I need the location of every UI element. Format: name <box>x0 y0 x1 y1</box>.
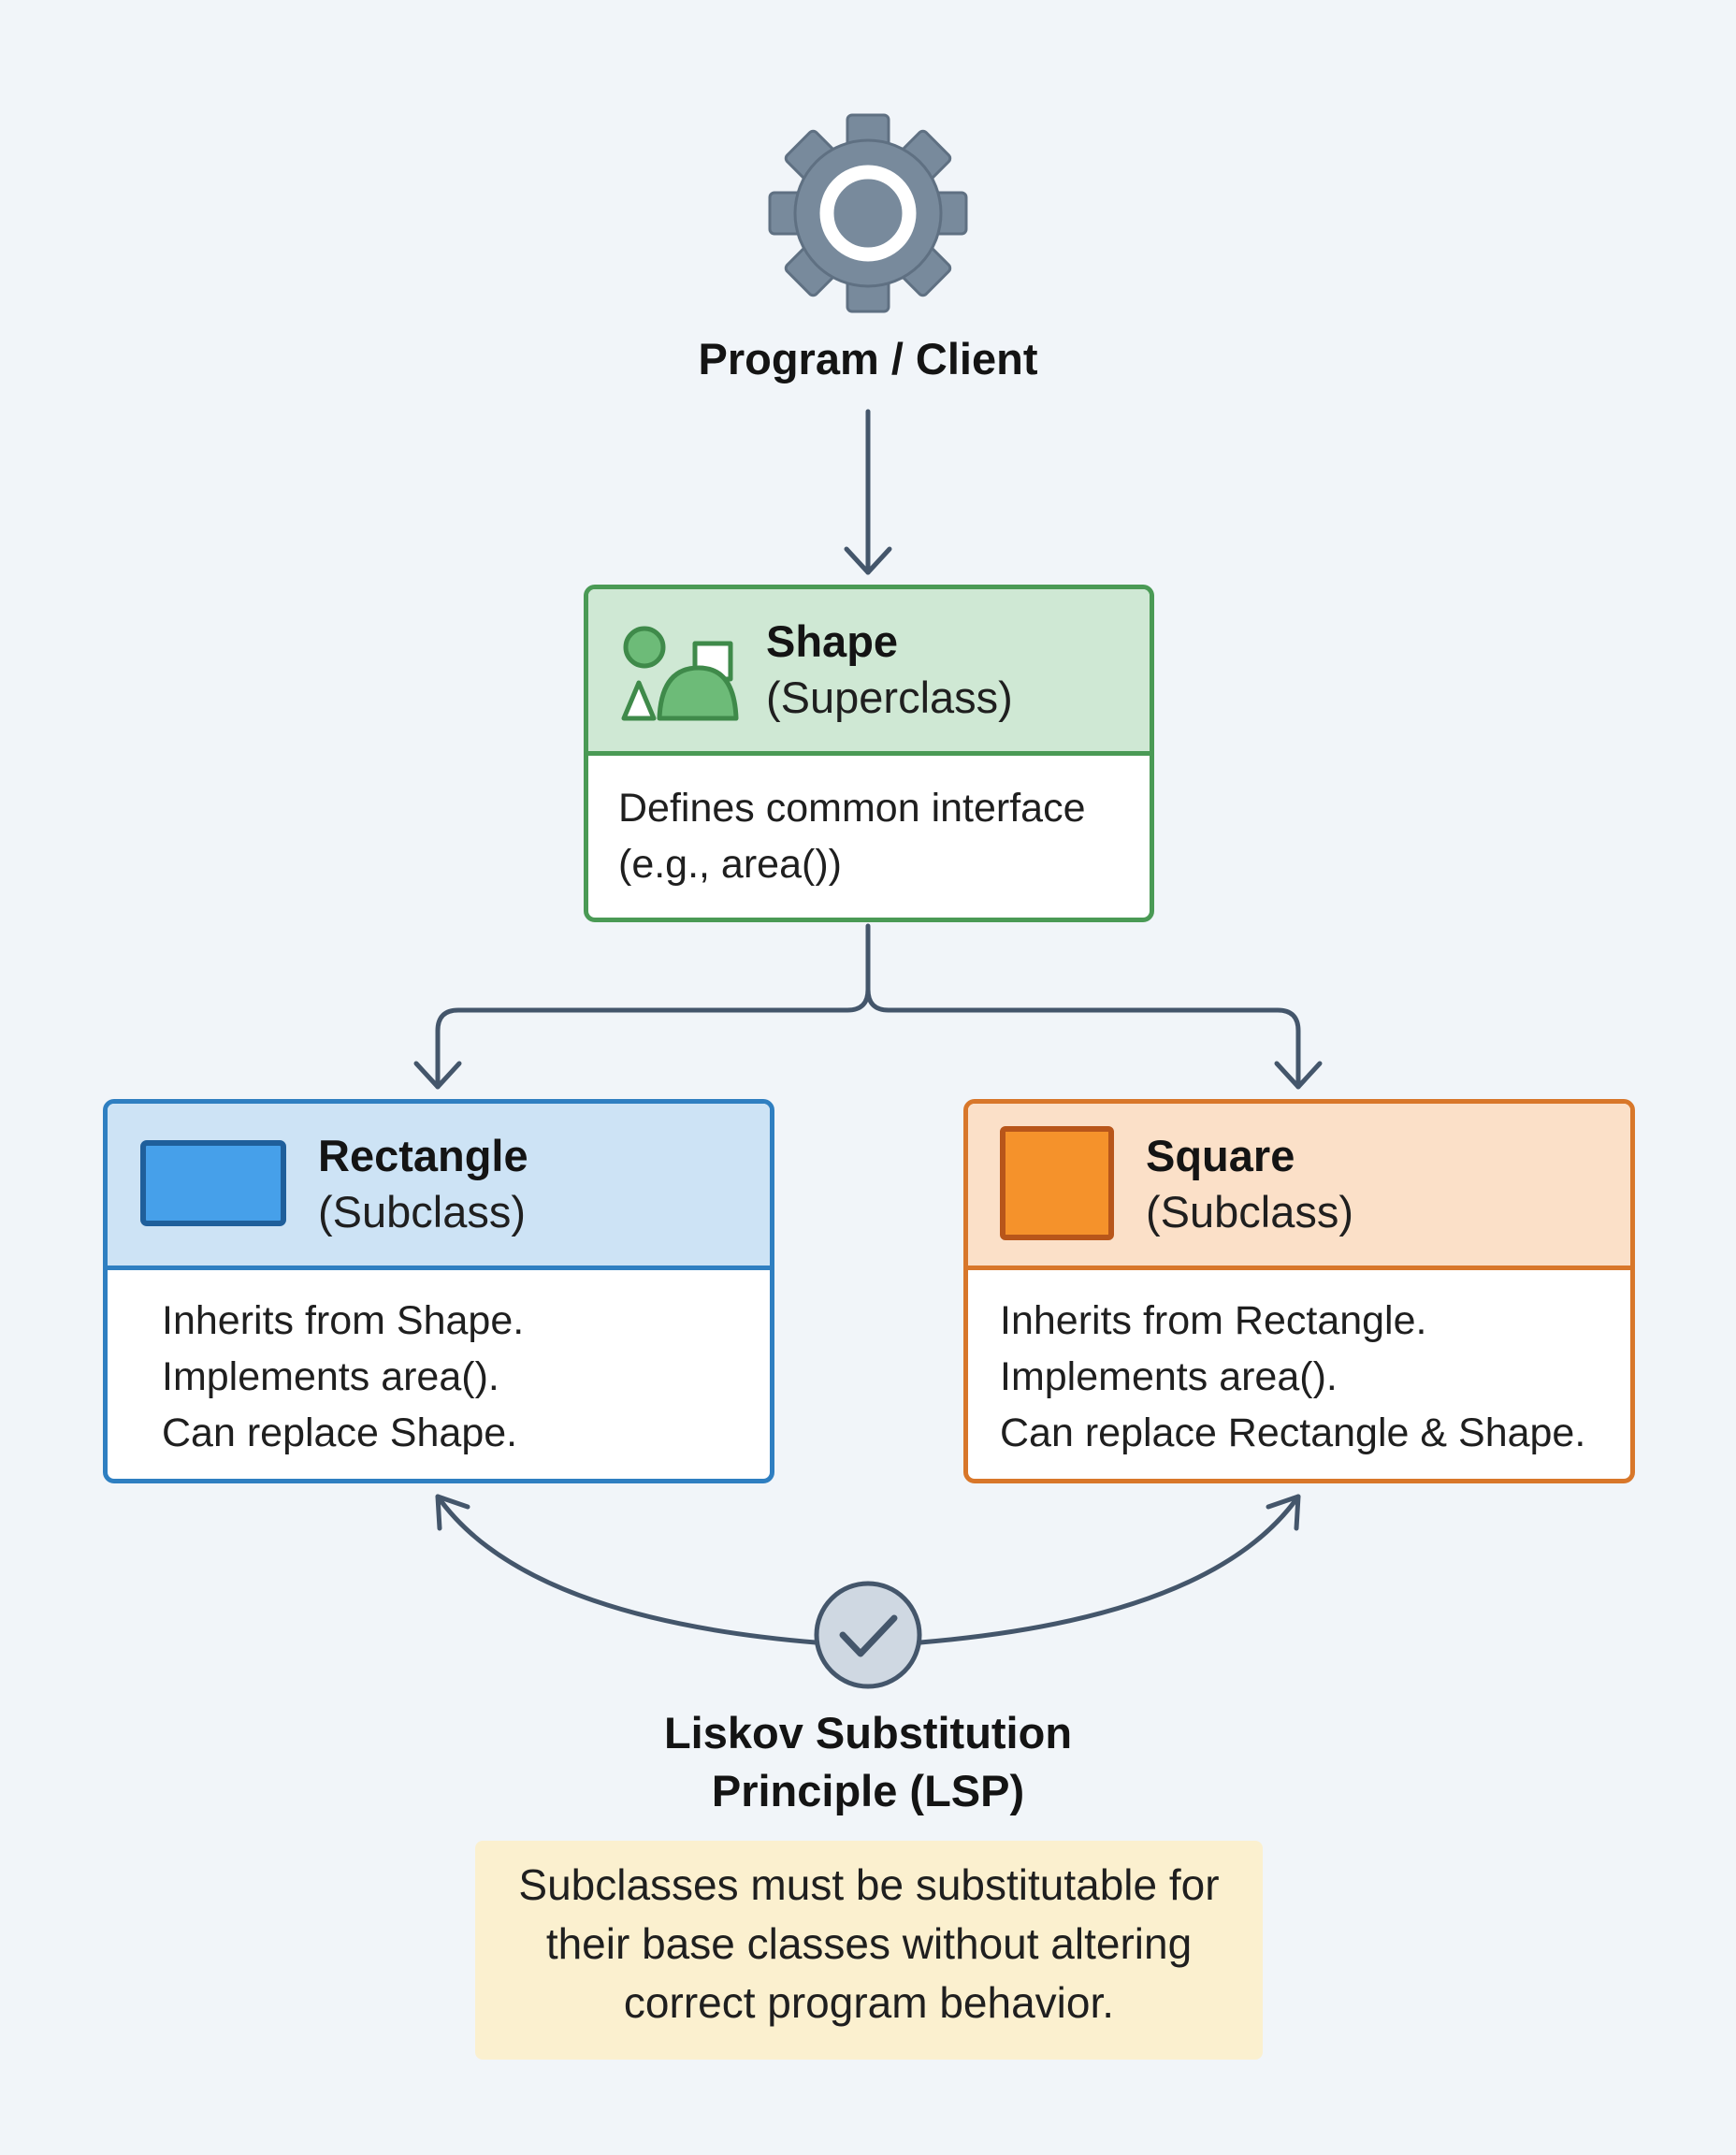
lsp-definition-note: Subclasses must be substitutable for the… <box>475 1841 1263 2060</box>
rectangle-class-box: Rectangle (Subclass) Inherits from Shape… <box>103 1099 774 1483</box>
rectangle-line-1: Inherits from Shape. <box>162 1298 525 1343</box>
square-class-box: Square (Subclass) Inherits from Rectangl… <box>963 1099 1635 1483</box>
shapes-icon <box>621 626 739 721</box>
lsp-title: Liskov Substitution Principle (LSP) <box>587 1704 1149 1820</box>
rectangle-line-3: Can replace Shape. <box>162 1410 518 1455</box>
note-line-2: their base classes without altering <box>545 1919 1193 1968</box>
check-circle-icon <box>814 1581 922 1689</box>
square-subtitle: (Subclass) <box>1146 1187 1354 1237</box>
rectangle-class-header: Rectangle (Subclass) <box>108 1104 770 1270</box>
shape-class-box: Shape (Superclass) Defines common interf… <box>584 585 1154 922</box>
shape-line-1: Defines common interface <box>618 786 1086 831</box>
rectangle-icon <box>140 1140 286 1226</box>
inheritance-arrows <box>413 923 1323 1090</box>
rectangle-title: Rectangle <box>318 1131 528 1180</box>
rectangle-subtitle: (Subclass) <box>318 1187 527 1237</box>
square-line-1: Inherits from Rectangle. <box>1000 1298 1427 1343</box>
lsp-title-line-1: Liskov Substitution <box>663 1708 1073 1757</box>
rectangle-line-2: Implements area(). <box>162 1354 499 1399</box>
square-class-header: Square (Subclass) <box>968 1104 1630 1270</box>
client-to-shape-arrow <box>844 409 892 575</box>
lsp-title-line-2: Principle (LSP) <box>711 1766 1025 1815</box>
note-line-3: correct program behavior. <box>623 1978 1115 2027</box>
shape-subtitle: (Superclass) <box>766 673 1013 722</box>
substitution-arc <box>435 1494 1301 1645</box>
square-line-3: Can replace Rectangle & Shape. <box>1000 1410 1586 1455</box>
square-icon <box>1000 1126 1114 1240</box>
shape-class-header: Shape (Superclass) <box>588 589 1150 756</box>
client-label: Program / Client <box>698 334 1038 383</box>
shape-title: Shape <box>766 616 899 666</box>
shape-line-2: (e.g., area()) <box>618 842 842 887</box>
square-line-2: Implements area(). <box>1000 1354 1338 1399</box>
square-title: Square <box>1146 1131 1295 1180</box>
note-line-1: Subclasses must be substitutable for <box>518 1860 1220 1909</box>
gear-icon <box>768 113 968 313</box>
